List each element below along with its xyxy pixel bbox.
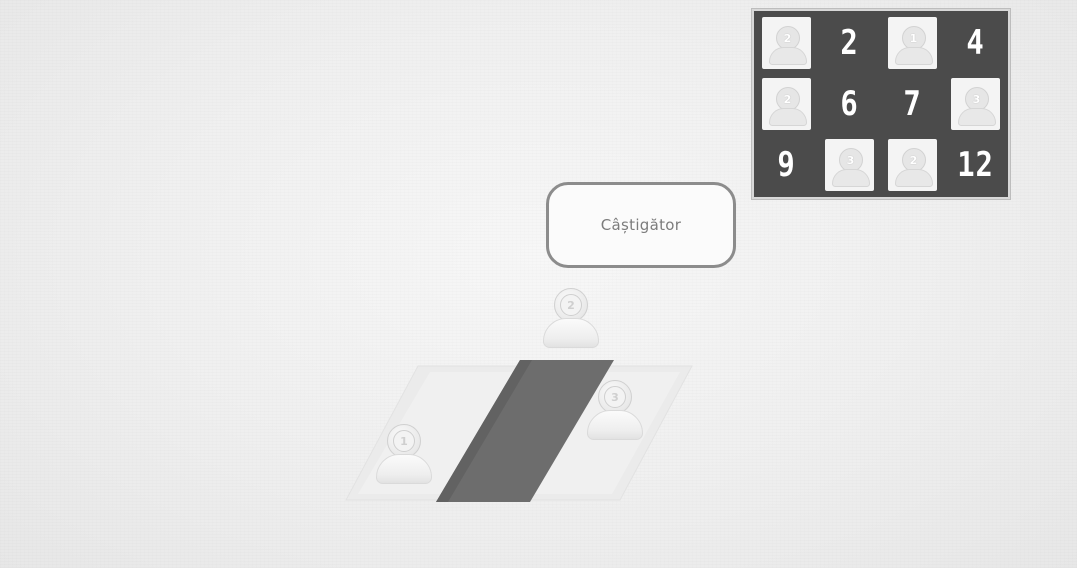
pawn-body (587, 410, 643, 440)
pawn-head: 3 (598, 380, 632, 414)
board-number: 4 (951, 15, 999, 71)
score-board: 2 2 1 4 2 6 7 3 9 3 2 12 (752, 9, 1010, 199)
pawn-body-icon (769, 47, 807, 65)
winner-speech-bubble: Câștigător (546, 182, 736, 268)
board-pawn-tile: 1 (888, 17, 937, 69)
board-number: 6 (825, 76, 873, 132)
pawn-body-icon (769, 108, 807, 126)
pawn-head: 1 (387, 424, 421, 458)
pawn-body (543, 318, 599, 348)
pawn-1[interactable]: 1 (374, 424, 434, 504)
pawn-body-icon (895, 47, 933, 65)
board-number: 12 (951, 137, 999, 193)
pawn-number: 2 (560, 294, 582, 316)
board-pawn-tile: 2 (888, 139, 937, 191)
board-number: 9 (762, 137, 810, 193)
board-number: 7 (888, 76, 936, 132)
board-pawn-tile: 3 (951, 78, 1000, 130)
board-number: 2 (825, 15, 873, 71)
pawn-body-icon (958, 108, 996, 126)
pawn-3[interactable]: 3 (585, 380, 645, 460)
board-pawn-tile: 3 (825, 139, 874, 191)
board-pawn-tile: 2 (762, 78, 811, 130)
pawn-2[interactable]: 2 (541, 288, 601, 368)
winner-label: Câștigător (601, 216, 681, 234)
pawn-number: 3 (604, 386, 626, 408)
pawn-body (376, 454, 432, 484)
pawn-body-icon (832, 169, 870, 187)
pawn-head: 2 (554, 288, 588, 322)
pawn-body-icon (895, 169, 933, 187)
board-pawn-tile: 2 (762, 17, 811, 69)
pawn-number: 1 (393, 430, 415, 452)
